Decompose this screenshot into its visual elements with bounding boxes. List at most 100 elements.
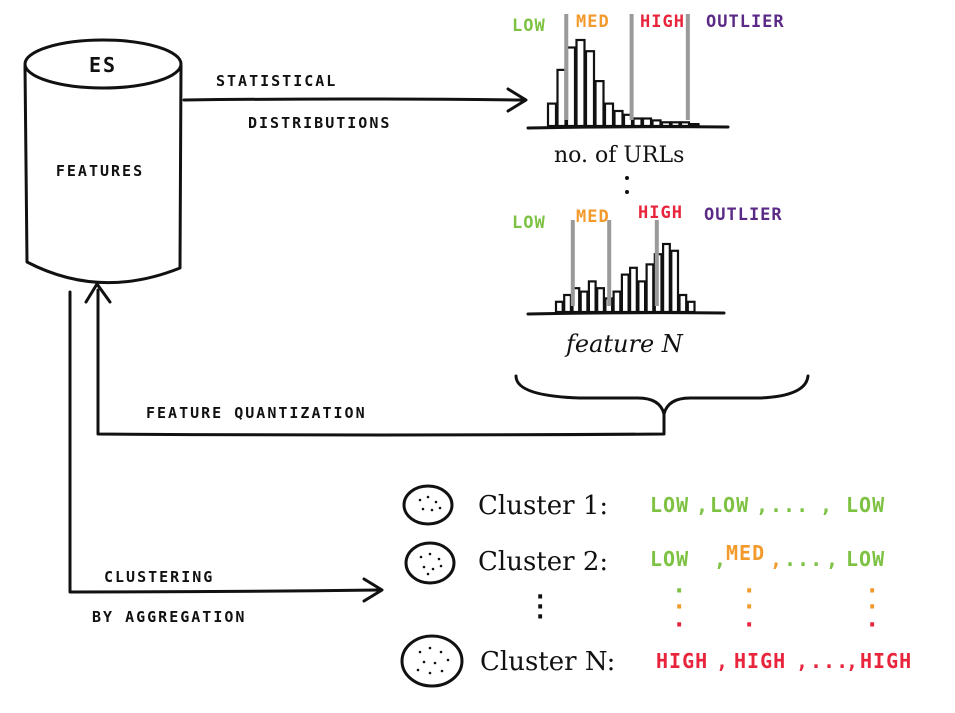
svg-text:·: · bbox=[536, 605, 544, 630]
arrowhead-icon bbox=[362, 577, 384, 603]
svg-text:·: · bbox=[745, 595, 753, 620]
separator-dot bbox=[625, 190, 629, 194]
histogram-bar bbox=[612, 290, 622, 314]
svg-text:·: · bbox=[536, 595, 544, 620]
feature-quantization-arrow: FEATURE QUANTIZATION bbox=[84, 282, 666, 437]
histogram-bar bbox=[587, 280, 597, 314]
value-separator: , bbox=[826, 547, 839, 571]
value-separator: , bbox=[796, 649, 809, 673]
arrow-line bbox=[68, 290, 380, 594]
arrow-line bbox=[96, 288, 666, 437]
cluster-label-line2: BY AGGREGATION bbox=[92, 608, 246, 626]
histogram-bar bbox=[603, 102, 615, 128]
level-low: LOW bbox=[512, 213, 546, 233]
svg-text:·: · bbox=[868, 613, 876, 638]
database-body-label: FEATURES bbox=[56, 162, 144, 180]
histogram-bar bbox=[596, 287, 606, 314]
cluster-icon bbox=[400, 634, 464, 688]
value-separator: , bbox=[756, 493, 769, 517]
svg-text:·: · bbox=[675, 595, 683, 620]
level-high: HIGH bbox=[640, 12, 685, 32]
cluster-icon bbox=[402, 484, 454, 526]
histogram-bars bbox=[554, 242, 696, 314]
value-separator: , bbox=[716, 649, 729, 673]
curly-brace bbox=[514, 374, 810, 416]
cluster-icon bbox=[404, 541, 456, 585]
quantization-label: FEATURE QUANTIZATION bbox=[146, 404, 367, 422]
cluster-label-line1: CLUSTERING bbox=[104, 568, 214, 586]
level-outlier: OUTLIER bbox=[706, 12, 785, 32]
cluster-row: Cluster 1: LOW , LOW , ... , LOW bbox=[402, 484, 885, 526]
histogram-bar bbox=[637, 280, 647, 314]
cluster-value: LOW bbox=[846, 547, 885, 571]
level-outlier: OUTLIER bbox=[704, 205, 783, 225]
value-separator: , bbox=[714, 547, 727, 571]
clustering-arrow: CLUSTERING BY AGGREGATION bbox=[68, 290, 384, 626]
histogram-thresholds bbox=[570, 220, 659, 306]
histogram-feature-n: LOW MED HIGH OUTLIER feature N bbox=[512, 203, 783, 358]
level-med: MED bbox=[576, 12, 610, 32]
svg-text:·: · bbox=[868, 579, 876, 604]
histogram-bar bbox=[613, 109, 624, 128]
histogram-axis bbox=[526, 311, 726, 316]
arrowhead-icon bbox=[506, 87, 528, 113]
database-top bbox=[23, 38, 183, 90]
histogram-bar bbox=[579, 290, 589, 314]
cluster-value: MED bbox=[726, 541, 765, 565]
level-low: LOW bbox=[512, 16, 546, 36]
cluster-row: Cluster 2: LOW , MED , ... , LOW bbox=[404, 541, 885, 585]
histogram-urls: LOW MED HIGH OUTLIER no. of URLs bbox=[512, 12, 785, 168]
histogram-bar bbox=[628, 266, 638, 314]
svg-text:·: · bbox=[675, 613, 683, 638]
separator-dot bbox=[625, 176, 629, 180]
histogram-bar bbox=[670, 249, 680, 314]
histogram-xlabel: no. of URLs bbox=[554, 143, 684, 168]
cluster-value: LOW bbox=[846, 493, 885, 517]
svg-text:·: · bbox=[745, 579, 753, 604]
cluster-label: Cluster 1: bbox=[478, 491, 608, 521]
svg-text:·: · bbox=[745, 613, 753, 638]
svg-text:·: · bbox=[675, 579, 683, 604]
database-body bbox=[23, 64, 183, 285]
stat-label-line1: STATISTICAL bbox=[216, 72, 337, 90]
cluster-value: HIGH bbox=[860, 649, 912, 673]
cluster-ellipsis: · · · · · · · · · · · · bbox=[536, 579, 876, 638]
histogram-bar bbox=[594, 79, 605, 128]
histogram-bars bbox=[546, 38, 700, 128]
histogram-bar bbox=[620, 273, 630, 314]
histogram-bar bbox=[575, 38, 586, 128]
database-label: ES bbox=[89, 53, 117, 77]
svg-text:·: · bbox=[868, 595, 876, 620]
histogram-bar bbox=[584, 50, 596, 128]
cluster-list: Cluster 1: LOW , LOW , ... , LOW Cluster… bbox=[400, 484, 912, 688]
value-separator: , bbox=[770, 547, 783, 571]
histogram-bar bbox=[651, 119, 662, 128]
arrow-line bbox=[182, 97, 524, 102]
stat-label-line2: DISTRIBUTIONS bbox=[248, 114, 391, 132]
histogram-xlabel: feature N bbox=[564, 330, 684, 358]
cluster-value: HIGH bbox=[656, 649, 708, 673]
level-med: MED bbox=[576, 207, 610, 227]
histogram-level-labels: LOW MED HIGH OUTLIER bbox=[512, 203, 783, 233]
histogram-bar bbox=[632, 117, 643, 128]
histogram-bar bbox=[645, 263, 655, 314]
histogram-thresholds bbox=[564, 14, 690, 120]
histogram-level-labels: LOW MED HIGH OUTLIER bbox=[512, 12, 785, 36]
cluster-label: Cluster 2: bbox=[478, 547, 608, 577]
histogram-bar bbox=[641, 117, 653, 128]
cluster-value: ... bbox=[784, 547, 823, 571]
cluster-value: LOW bbox=[650, 493, 689, 517]
histogram-bar bbox=[686, 300, 696, 314]
cluster-value: ... bbox=[770, 493, 809, 517]
histogram-bar bbox=[563, 293, 573, 314]
cluster-value: LOW bbox=[710, 493, 749, 517]
statistical-distributions-arrow: STATISTICAL DISTRIBUTIONS bbox=[182, 72, 528, 132]
cluster-value: ... bbox=[810, 649, 849, 673]
histogram-bar bbox=[678, 293, 688, 314]
value-separator: , bbox=[696, 493, 709, 517]
arrowhead-icon bbox=[84, 282, 112, 304]
level-high: HIGH bbox=[638, 203, 683, 223]
histogram-axis bbox=[526, 125, 730, 130]
svg-text:·: · bbox=[536, 585, 544, 610]
